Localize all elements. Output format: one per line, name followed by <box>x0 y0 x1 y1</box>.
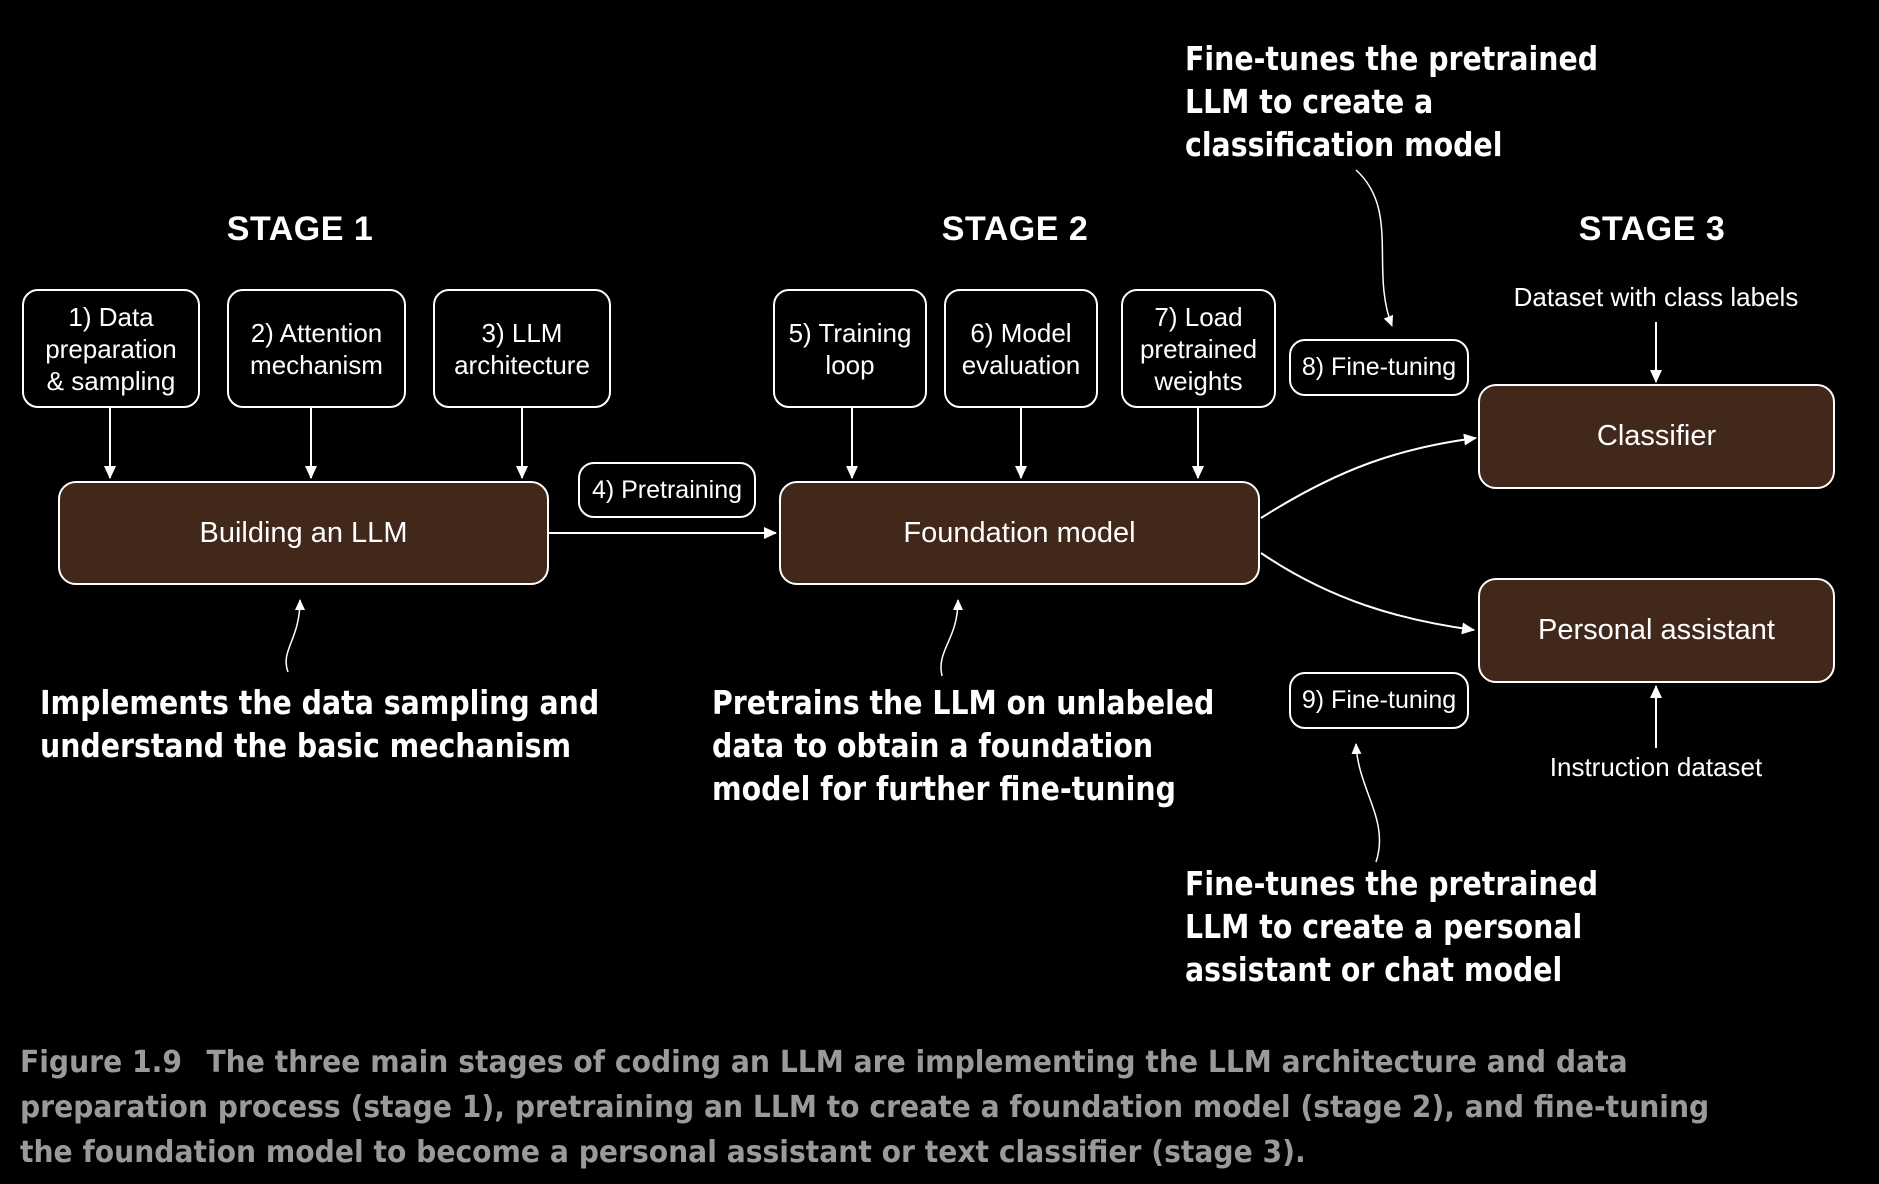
step-attention-mechanism-label: 2) Attention mechanism <box>250 317 383 380</box>
pointer-stage2-annotation <box>940 599 963 677</box>
step-llm-architecture-label: 3) LLM architecture <box>454 317 590 380</box>
node-building-an-llm: Building an LLM <box>58 481 549 585</box>
label-pretraining: 4) Pretraining <box>578 462 756 518</box>
annotation-stage1: Implements the data sampling and underst… <box>40 683 600 765</box>
step-data-preparation-label: 1) Data preparation & sampling <box>45 301 177 396</box>
step-training-loop: 5) Training loop <box>773 289 927 408</box>
node-classifier: Classifier <box>1478 384 1835 489</box>
stage-1-title: STAGE 1 <box>226 210 374 248</box>
pointer-assistant-annotation <box>1351 743 1381 863</box>
arrow-foundation-to-classifier <box>1260 433 1477 519</box>
arrow-foundation-to-assistant <box>1260 552 1475 635</box>
input-instruction-dataset: Instruction dataset <box>1549 752 1763 782</box>
step-model-evaluation: 6) Model evaluation <box>944 289 1098 408</box>
annotation-classifier: Fine-tunes the pretrained LLM to create … <box>1185 39 1599 164</box>
input-dataset-class-labels: Dataset with class labels <box>1513 282 1799 312</box>
step-attention-mechanism: 2) Attention mechanism <box>227 289 406 408</box>
step-training-loop-label: 5) Training loop <box>788 317 912 380</box>
figure-caption-text: The three main stages of coding an LLM a… <box>20 1045 1710 1170</box>
annotation-stage2: Pretrains the LLM on unlabeled data to o… <box>712 683 1215 808</box>
pointer-classifier-annotation <box>1355 169 1394 327</box>
node-personal-assistant: Personal assistant <box>1478 578 1835 683</box>
step-llm-architecture: 3) LLM architecture <box>433 289 611 408</box>
label-fine-tuning-assistant: 9) Fine-tuning <box>1289 672 1469 729</box>
pointer-stage1-annotation <box>285 599 305 673</box>
step-model-evaluation-label: 6) Model evaluation <box>961 317 1081 380</box>
step-load-pretrained-weights: 7) Load pretrained weights <box>1121 289 1276 408</box>
stage-2-title: STAGE 2 <box>941 210 1089 248</box>
figure-number: Figure 1.9 <box>20 1045 183 1080</box>
step-load-pretrained-weights-label: 7) Load pretrained weights <box>1139 301 1258 396</box>
step-data-preparation: 1) Data preparation & sampling <box>22 289 200 408</box>
label-fine-tuning-classifier: 8) Fine-tuning <box>1289 339 1469 396</box>
annotation-assistant: Fine-tunes the pretrained LLM to create … <box>1185 864 1599 989</box>
node-foundation-model: Foundation model <box>779 481 1260 585</box>
stage-3-title: STAGE 3 <box>1578 210 1726 248</box>
